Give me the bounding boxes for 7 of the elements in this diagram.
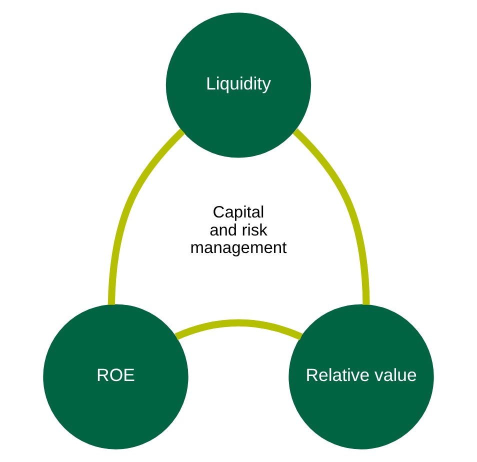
node-circle: Liquidity	[166, 12, 312, 158]
connector	[174, 319, 303, 340]
connector	[292, 128, 370, 305]
connector	[108, 128, 186, 305]
node-circle: ROE	[43, 304, 188, 450]
label: Capital and risk management	[190, 202, 287, 258]
node-circle: Relative value	[288, 304, 434, 450]
